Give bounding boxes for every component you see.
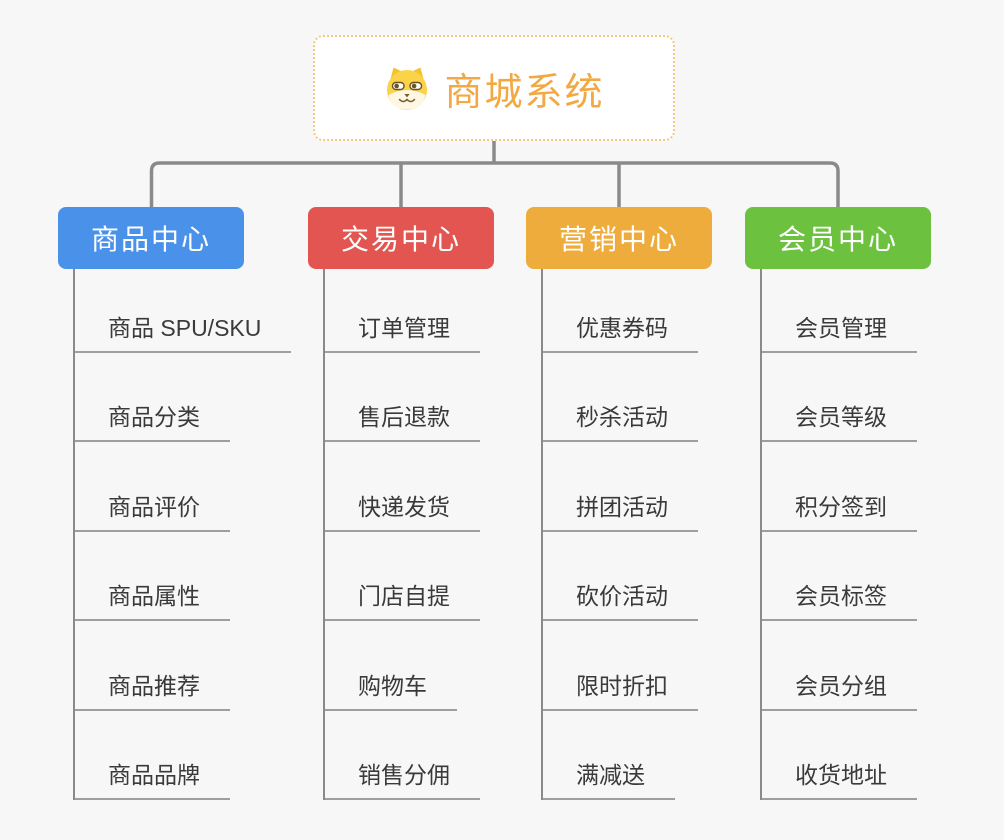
leaf-label: 积分签到	[795, 493, 887, 520]
leaf-label: 快递发货	[358, 493, 450, 520]
branch-node-trade[interactable]: 交易中心	[308, 207, 494, 269]
leaf-node[interactable]: 商品品牌	[75, 711, 230, 800]
branch-items: 商品 SPU/SKU 商品分类 商品评价 商品属性 商品推荐 商品品牌	[73, 269, 292, 800]
leaf-node[interactable]: 会员分组	[762, 621, 917, 711]
branch-marketing: 营销中心 优惠券码 秒杀活动 拼团活动 砍价活动 限时折扣 满减送	[526, 207, 712, 800]
leaf-label: 会员分组	[795, 672, 887, 699]
leaf-node[interactable]: 商品属性	[75, 532, 230, 622]
leaf-node[interactable]: 会员管理	[762, 269, 917, 353]
leaf-node[interactable]: 积分签到	[762, 442, 917, 532]
root-node[interactable]: 商城系统	[313, 35, 675, 141]
leaf-label: 限时折扣	[576, 672, 668, 699]
branch-node-products[interactable]: 商品中心	[58, 207, 244, 269]
branch-node-members[interactable]: 会员中心	[745, 207, 931, 269]
leaf-node[interactable]: 购物车	[325, 621, 457, 711]
leaf-label: 会员标签	[795, 583, 887, 610]
branch-items: 优惠券码 秒杀活动 拼团活动 砍价活动 限时折扣 满减送	[541, 269, 712, 800]
leaf-node[interactable]: 满减送	[543, 711, 675, 800]
leaf-node[interactable]: 门店自提	[325, 532, 480, 622]
leaf-node[interactable]: 商品推荐	[75, 621, 230, 711]
leaf-label: 商品品牌	[108, 761, 200, 788]
leaf-node[interactable]: 商品分类	[75, 353, 230, 443]
leaf-node[interactable]: 商品 SPU/SKU	[75, 269, 292, 353]
leaf-node[interactable]: 砍价活动	[543, 532, 698, 622]
leaf-node[interactable]: 会员标签	[762, 532, 917, 622]
leaf-node[interactable]: 快递发货	[325, 442, 480, 532]
leaf-label: 售后退款	[358, 404, 450, 431]
leaf-label: 满减送	[576, 761, 645, 788]
leaf-node[interactable]: 拼团活动	[543, 442, 698, 532]
leaf-node[interactable]: 订单管理	[325, 269, 480, 353]
leaf-label: 购物车	[358, 672, 427, 699]
leaf-label: 商品 SPU/SKU	[108, 315, 262, 341]
leaf-label: 优惠券码	[576, 315, 668, 341]
leaf-node[interactable]: 销售分佣	[325, 711, 480, 800]
branch-node-marketing[interactable]: 营销中心	[526, 207, 712, 269]
leaf-label: 销售分佣	[358, 761, 450, 788]
leaf-label: 砍价活动	[576, 583, 668, 610]
leaf-label: 商品属性	[108, 583, 200, 610]
leaf-node[interactable]: 售后退款	[325, 353, 480, 443]
root-title: 商城系统	[444, 71, 605, 114]
leaf-node[interactable]: 秒杀活动	[543, 353, 698, 443]
branch-trade: 交易中心 订单管理 售后退款 快递发货 门店自提 购物车 销售分佣	[308, 207, 494, 800]
leaf-label: 门店自提	[358, 583, 450, 610]
leaf-node[interactable]: 会员等级	[762, 353, 917, 443]
branch-label: 商品中心	[90, 224, 211, 255]
leaf-label: 商品推荐	[108, 672, 200, 699]
dog-face-icon	[387, 67, 428, 110]
leaf-node[interactable]: 收货地址	[762, 711, 917, 800]
leaf-label: 订单管理	[358, 315, 450, 341]
leaf-label: 拼团活动	[576, 493, 668, 520]
leaf-label: 会员管理	[795, 315, 887, 341]
leaf-label: 商品分类	[108, 404, 200, 431]
branch-label: 营销中心	[558, 224, 679, 255]
branch-label: 交易中心	[340, 224, 461, 255]
leaf-label: 秒杀活动	[576, 404, 668, 431]
leaf-label: 会员等级	[795, 404, 887, 431]
leaf-label: 收货地址	[795, 761, 887, 788]
leaf-label: 商品评价	[108, 493, 200, 520]
leaf-node[interactable]: 限时折扣	[543, 621, 698, 711]
leaf-node[interactable]: 商品评价	[75, 442, 230, 532]
branch-label: 会员中心	[777, 224, 898, 255]
branch-products: 商品中心 商品 SPU/SKU 商品分类 商品评价 商品属性 商品推荐 商品品牌	[58, 207, 292, 800]
branch-members: 会员中心 会员管理 会员等级 积分签到 会员标签 会员分组 收货地址	[745, 207, 931, 800]
leaf-node[interactable]: 优惠券码	[543, 269, 698, 353]
branch-items: 会员管理 会员等级 积分签到 会员标签 会员分组 收货地址	[760, 269, 931, 800]
branch-items: 订单管理 售后退款 快递发货 门店自提 购物车 销售分佣	[323, 269, 494, 800]
